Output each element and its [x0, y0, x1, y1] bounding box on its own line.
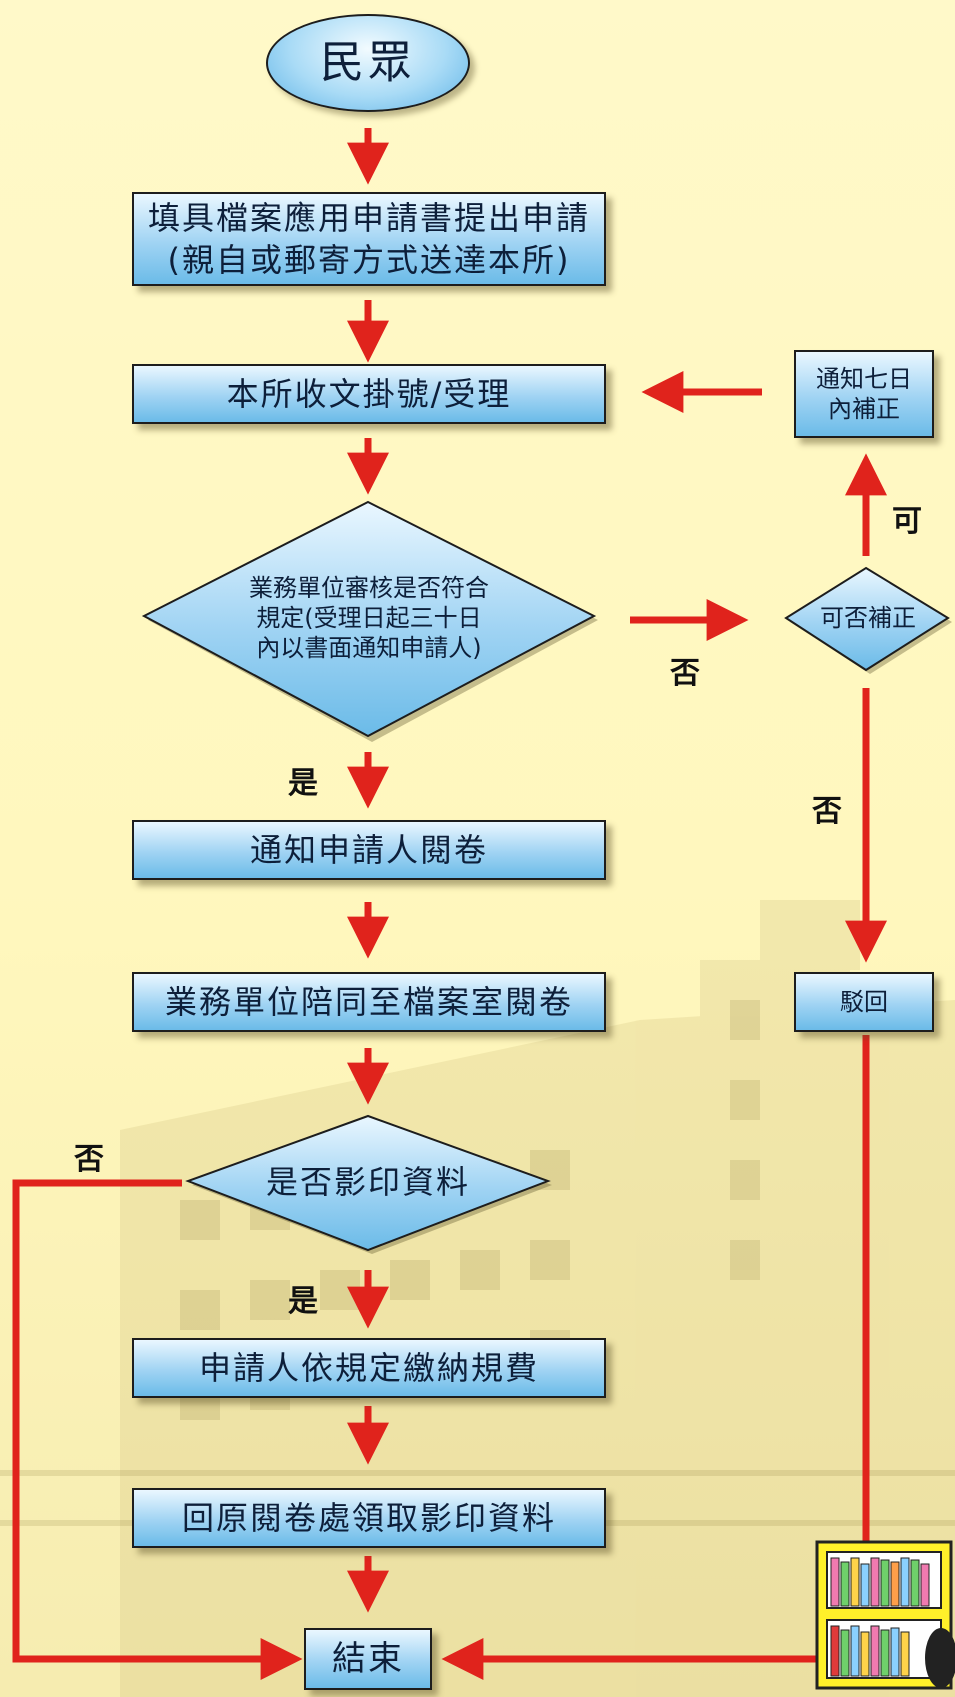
submit-line-2: (親自或郵寄方式送達本所): [167, 241, 571, 279]
accompany-label: 業務單位陪同至檔案室閱卷: [164, 983, 573, 1021]
correctable-decision: 可否補正: [790, 600, 946, 636]
pay-fee-label: 申請人依規定繳納規費: [198, 1349, 539, 1387]
pay-fee-box: 申請人依規定繳納規費: [132, 1338, 606, 1398]
collect-copies-box: 回原閱卷處領取影印資料: [132, 1488, 606, 1548]
label-copy-no: 否: [74, 1142, 104, 1177]
correct-line-1: 通知七日: [816, 365, 912, 393]
copy-label: 是否影印資料: [265, 1163, 470, 1201]
line-no-copy-to-end: [12, 1179, 303, 1680]
review-line-2: 規定(受理日起三十日: [256, 604, 482, 632]
receive-label: 本所收文掛號/受理: [226, 375, 512, 413]
label-correctable-yes: 可: [892, 504, 922, 539]
review-line-3: 內以書面通知申請人): [256, 634, 482, 662]
bookshelf-icon: [815, 1540, 955, 1690]
start-label: 民眾: [320, 37, 416, 88]
end-box: 結束: [304, 1628, 432, 1690]
submit-application-box: 填具檔案應用申請書提出申請 (親自或郵寄方式送達本所): [132, 192, 606, 286]
review-line-1: 業務單位審核是否符合: [249, 574, 489, 602]
copy-decision: 是否影印資料: [228, 1160, 508, 1204]
notify-view-label: 通知申請人閱卷: [249, 831, 488, 869]
label-review-no: 否: [670, 656, 700, 691]
review-decision: 業務單位審核是否符合 規定(受理日起三十日 內以書面通知申請人): [214, 568, 524, 668]
correct-line-2: 內補正: [828, 395, 900, 423]
receive-register-box: 本所收文掛號/受理: [132, 364, 606, 424]
label-correctable-no: 否: [812, 794, 842, 829]
correctable-label: 可否補正: [820, 604, 916, 632]
end-label: 結束: [332, 1639, 404, 1679]
start-oval: 民眾: [266, 14, 470, 112]
notify-applicant-view-box: 通知申請人閱卷: [132, 820, 606, 880]
label-copy-yes: 是: [288, 1284, 318, 1319]
submit-line-1: 填具檔案應用申請書提出申請: [147, 199, 590, 237]
label-review-yes: 是: [288, 766, 318, 801]
reject-box: 駁回: [794, 972, 934, 1032]
collect-label: 回原閱卷處領取影印資料: [181, 1499, 556, 1537]
accompany-archive-box: 業務單位陪同至檔案室閱卷: [132, 972, 606, 1032]
reject-label: 駁回: [840, 988, 888, 1016]
correct-notice-box: 通知七日 內補正: [794, 350, 934, 438]
